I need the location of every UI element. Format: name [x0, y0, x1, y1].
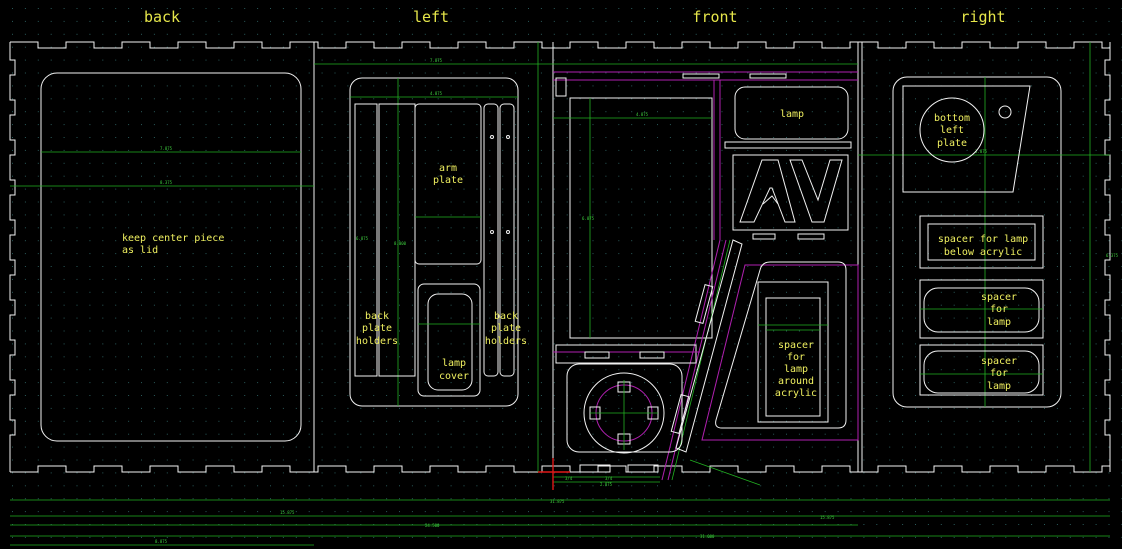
svg-text:31.000: 31.000 [700, 534, 715, 539]
back-plate-holder-strip-c[interactable] [483, 103, 499, 377]
back-plate-holders-left-line1: back [365, 311, 389, 322]
spacer-for-lamp-2-line1: spacer [981, 356, 1017, 367]
svg-text:8.375: 8.375 [160, 180, 173, 185]
bottom-left-plate[interactable] [902, 85, 1031, 193]
av-logo-a[interactable] [739, 159, 796, 223]
svg-text:3/4: 3/4 [565, 476, 573, 481]
spacer-for-lamp-2[interactable] [919, 344, 1044, 396]
spacer-for-lamp-1-line3: lamp [987, 317, 1011, 328]
back-plate-holder-strip-a[interactable] [354, 103, 378, 377]
gauge-plate[interactable] [566, 363, 683, 453]
spacer-for-lamp-1-line2: for [990, 304, 1008, 315]
lamp-cover-outer[interactable] [417, 283, 481, 397]
back-plate-holders-right-line2: plate [491, 323, 521, 334]
back-plate-holders-left-line3: holders [356, 336, 398, 347]
svg-text:6.375: 6.375 [1106, 253, 1119, 258]
svg-text:15.875: 15.875 [280, 510, 295, 515]
lamp-label: lamp [780, 109, 804, 120]
svg-text:4.875: 4.875 [430, 91, 443, 96]
svg-text:15.875: 15.875 [820, 515, 835, 520]
svg-text:6.875: 6.875 [582, 216, 595, 221]
panel-title-back: back [144, 8, 180, 26]
spacer-around-acrylic-line2: for [787, 352, 805, 363]
lid-cutout[interactable] [40, 72, 302, 442]
svg-text:8.875: 8.875 [155, 539, 168, 544]
acrylic-frame[interactable] [757, 281, 829, 423]
svg-text:31.875: 31.875 [550, 499, 565, 504]
bottom-left-plate-line2: left [940, 125, 964, 136]
svg-text:3.875: 3.875 [975, 149, 988, 154]
svg-text:2.875: 2.875 [600, 482, 613, 487]
spacer-around-acrylic-outer[interactable] [715, 261, 847, 429]
lamp-cover-label-line2: cover [439, 371, 469, 382]
back-plate-holders-left-line2: plate [362, 323, 392, 334]
lamp-cover-label-line1: lamp [442, 358, 466, 369]
bottom-left-plate-line3: plate [937, 138, 967, 149]
back-plate-holders-right-line3: holders [485, 336, 527, 347]
panel-title-left: left [413, 8, 449, 26]
spacer-below-acrylic-line1: spacer for lamp [938, 234, 1028, 245]
lamp-cutout[interactable] [734, 86, 849, 140]
svg-text:8.000: 8.000 [394, 241, 407, 246]
grid-dots [12, 8, 1122, 538]
arm-plate[interactable] [414, 103, 482, 265]
back-panel: 7.875 8.375 keep center piece as lid [10, 72, 314, 442]
svg-text:4.875: 4.875 [636, 112, 649, 117]
right-panel-cutout[interactable] [892, 76, 1062, 408]
lid-label-line1: keep center piece [122, 233, 224, 244]
front-slot-strip[interactable] [555, 344, 697, 364]
bottom-left-plate-line1: bottom [934, 113, 970, 124]
arm-plate-label-line1: arm [439, 163, 457, 174]
tilted-strip[interactable] [675, 239, 743, 453]
overall-dimensions: 31.875 15.875 15.875 24.500 31.000 8.875 [10, 499, 1110, 546]
svg-text:3/4: 3/4 [605, 476, 613, 481]
spacer-for-lamp-2-line3: lamp [987, 381, 1011, 392]
left-panel: 7.875 4.875 6.875 8.000 back plate holde… [314, 58, 553, 407]
front-screen-cutout[interactable] [569, 97, 713, 339]
bottom-left-plate-hole[interactable] [919, 97, 985, 163]
front-panel: 4.875 6.875 lamp 3/4 3/4 [537, 42, 859, 490]
spacer-below-acrylic-line2: below acrylic [944, 247, 1022, 258]
gauge-circle[interactable] [583, 372, 665, 454]
arm-plate-label-line2: plate [433, 175, 463, 186]
av-logo-frame[interactable] [732, 154, 849, 231]
av-logo-v[interactable] [789, 159, 843, 223]
spacer-below-acrylic[interactable] [919, 215, 1044, 269]
spacer-around-acrylic-line4: around [778, 376, 814, 387]
svg-text:7.875: 7.875 [430, 58, 443, 63]
lid-label-line2: as lid [122, 245, 158, 256]
spacer-for-lamp-2-line2: for [990, 368, 1008, 379]
right-panel: 3.875 6.375 bottom left plate spacer for… [858, 42, 1119, 472]
spacer-around-acrylic-line1: spacer [778, 340, 814, 351]
panel-title-right: right [960, 8, 1005, 26]
acrylic-window[interactable] [765, 297, 821, 417]
spacer-around-acrylic-line3: lamp [784, 364, 808, 375]
svg-text:7.875: 7.875 [160, 146, 173, 151]
back-plate-holder-strip-d[interactable] [499, 103, 515, 377]
svg-text:24.500: 24.500 [425, 523, 440, 528]
panel-title-front: front [692, 8, 737, 26]
svg-text:6.875: 6.875 [356, 236, 369, 241]
lamp-cover-inner[interactable] [427, 293, 473, 391]
spacer-around-acrylic-line5: acrylic [775, 388, 817, 399]
back-plate-holders-right-line1: back [494, 311, 518, 322]
left-panel-cutout[interactable] [349, 77, 519, 407]
spacer-for-lamp-1-line1: spacer [981, 292, 1017, 303]
